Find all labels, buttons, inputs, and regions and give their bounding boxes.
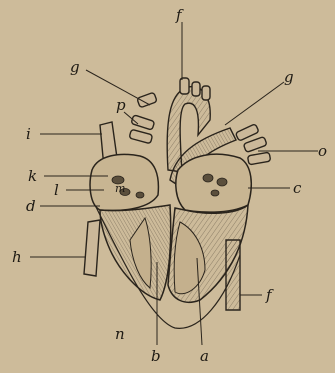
label-b: b [151, 347, 161, 365]
left-atrium-opening-3 [211, 190, 219, 196]
label-g-left: g [70, 58, 80, 76]
label-g-right: g [284, 68, 294, 86]
label-i: i [26, 125, 31, 143]
label-m: m [115, 182, 125, 195]
label-o: o [318, 142, 327, 160]
left-atrium-opening-1 [203, 174, 213, 182]
brachiocephalic-branch [180, 78, 189, 94]
carotid-branch [192, 82, 200, 96]
label-n: n [115, 325, 125, 343]
left-atrium [176, 154, 251, 213]
left-atrium-opening-2 [217, 178, 227, 186]
right-atrium-opening-3 [136, 192, 144, 198]
label-p: p [116, 96, 126, 114]
subclavian-branch [202, 86, 210, 100]
label-a: a [200, 347, 209, 365]
label-d: d [26, 197, 36, 215]
label-h: h [12, 248, 22, 266]
label-l: l [54, 181, 59, 199]
label-c: c [293, 179, 302, 197]
label-k: k [28, 167, 37, 185]
